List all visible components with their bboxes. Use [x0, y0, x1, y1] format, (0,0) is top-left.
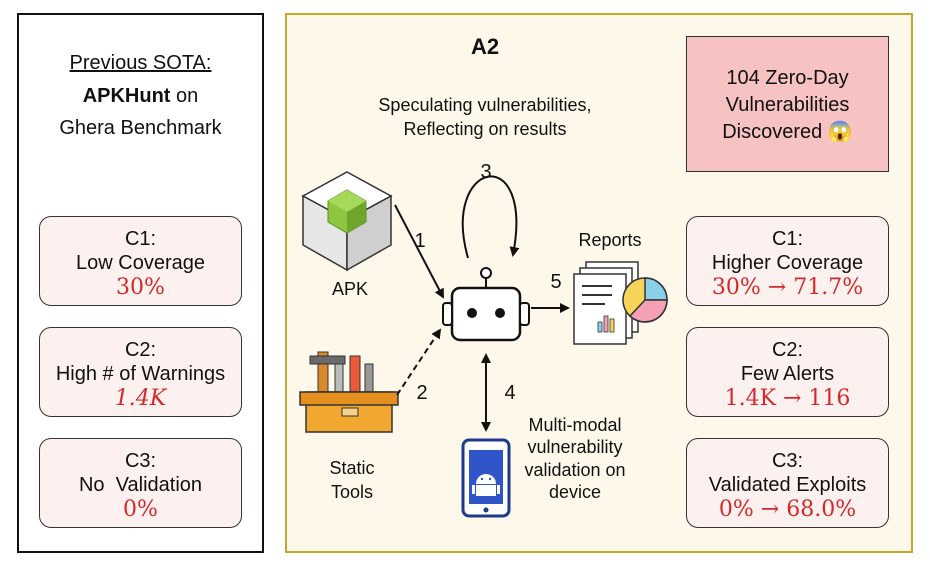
- arrow-step-1: [394, 204, 444, 299]
- card-value: 30%: [116, 275, 165, 300]
- apk-cube-icon: [301, 171, 393, 272]
- zero-day-line2: Vulnerabilities: [725, 94, 850, 116]
- right-card-c3: C3: Validated Exploits 0% → 68.0%: [686, 438, 889, 528]
- multimodal-line2: vulnerability: [527, 437, 623, 457]
- left-card-c1: C1: Low Coverage 30%: [39, 216, 242, 306]
- multimodal-line3: validation on: [524, 460, 626, 480]
- a2-title: A2: [470, 34, 500, 59]
- step-2: 2: [416, 382, 428, 404]
- card-desc: Higher Coverage: [711, 252, 864, 274]
- reports-label: Reports: [578, 230, 642, 250]
- multimodal-line4: device: [548, 482, 602, 502]
- step-5: 5: [550, 271, 562, 293]
- apkhunt-name: APKHunt: [82, 85, 171, 107]
- toolbox-icon: [299, 351, 399, 433]
- zero-day-line3-wrap: Discovered 😱: [687, 119, 888, 146]
- card-desc: Validated Exploits: [708, 474, 867, 496]
- card-label: C2:: [771, 339, 804, 361]
- zero-day-box: 104 Zero-Day Vulnerabilities Discovered …: [686, 36, 889, 172]
- card-label: C3:: [124, 450, 157, 472]
- card-desc: High # of Warnings: [55, 363, 226, 385]
- right-card-c2: C2: Few Alerts 1.4K → 116: [686, 327, 889, 417]
- card-value: 0%: [123, 497, 158, 522]
- left-heading-line3: Ghera Benchmark: [59, 117, 222, 139]
- left-heading-line1: Previous SOTA:: [69, 52, 212, 74]
- left-heading-line2: APKHunt on: [17, 83, 264, 109]
- card-value: 30% → 71.7%: [711, 275, 864, 300]
- step-1: 1: [414, 230, 426, 252]
- robot-icon: [442, 267, 530, 342]
- zero-day-line1: 104 Zero-Day: [726, 67, 849, 89]
- card-value: 1.4K: [114, 386, 167, 411]
- report-chart-icon: [573, 261, 668, 345]
- static-tools-line2: Tools: [330, 482, 374, 502]
- speculating-line2: Reflecting on results: [403, 119, 567, 139]
- left-heading-on: on: [170, 85, 199, 107]
- card-desc: Few Alerts: [740, 363, 835, 385]
- card-label: C1:: [771, 228, 804, 250]
- phone-android-icon: [461, 438, 511, 518]
- card-label: C1:: [124, 228, 157, 250]
- scream-emoji-icon: 😱: [827, 121, 853, 143]
- card-label: C2:: [124, 339, 157, 361]
- step-3: 3: [480, 161, 492, 183]
- left-card-c2: C2: High # of Warnings 1.4K: [39, 327, 242, 417]
- right-card-c1: C1: Higher Coverage 30% → 71.7%: [686, 216, 889, 306]
- step-4: 4: [504, 382, 516, 404]
- card-desc: No Validation: [78, 474, 203, 496]
- multimodal-line1: Multi-modal: [528, 415, 622, 435]
- arrow-step-2: [396, 328, 442, 396]
- apk-label: APK: [331, 279, 369, 299]
- left-card-c3: C3: No Validation 0%: [39, 438, 242, 528]
- card-value: 0% → 68.0%: [718, 497, 857, 522]
- card-label: C3:: [771, 450, 804, 472]
- arrow-step-3-loop: [461, 175, 520, 259]
- speculating-line1: Speculating vulnerabilities,: [378, 95, 592, 115]
- card-value: 1.4K → 116: [724, 386, 851, 411]
- card-desc: Low Coverage: [76, 252, 205, 274]
- zero-day-line3: Discovered: [722, 121, 823, 143]
- static-tools-line1: Static: [329, 458, 375, 478]
